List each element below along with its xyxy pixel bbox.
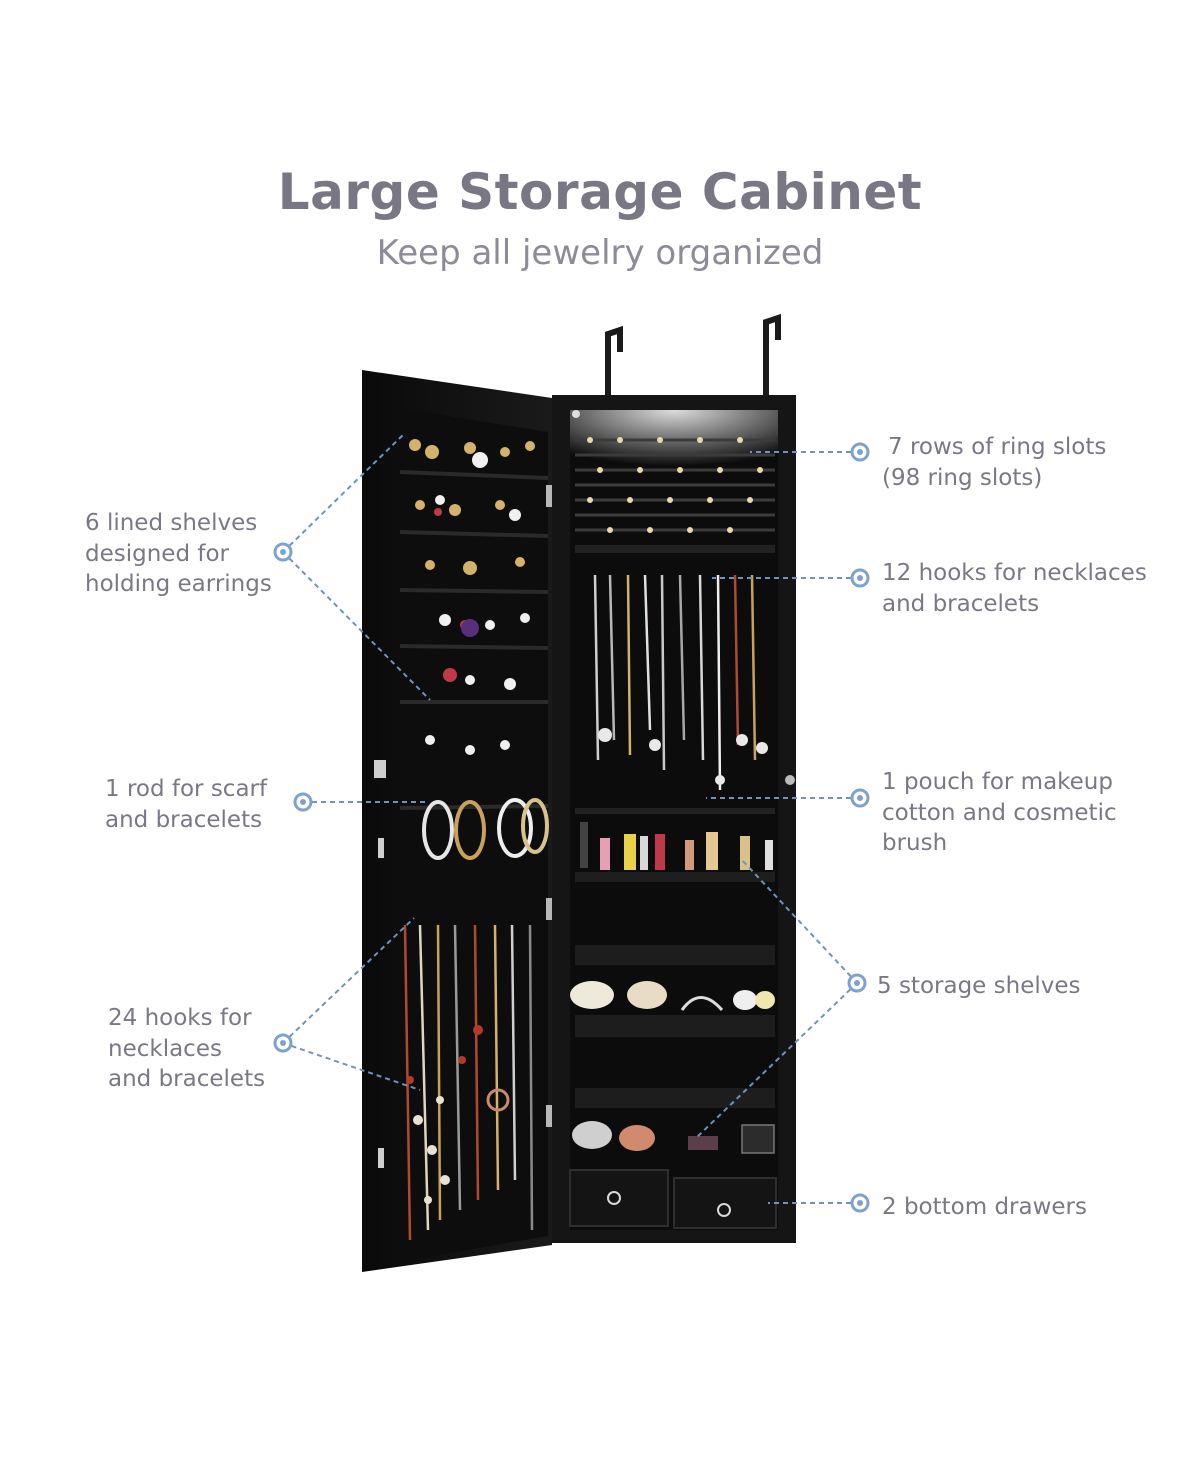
page-subtitle: Keep all jewelry organized <box>376 233 824 273</box>
callout-rod: 1 rod for scarf and bracelets <box>105 776 268 833</box>
cabinet-body <box>552 395 796 1243</box>
over-door-hooks <box>605 313 781 398</box>
callout-necklace-hooks: 12 hooks for necklaces and bracelets <box>882 560 1147 617</box>
leader-dots <box>273 442 870 1213</box>
callout-shelves: 5 storage shelves <box>877 973 1081 999</box>
callout-earring-shelves: 6 lined shelves designed for holding ear… <box>85 510 272 597</box>
callout-drawers: 2 bottom drawers <box>882 1194 1087 1220</box>
leader-lines <box>282 432 860 1204</box>
callout-pouch: 1 pouch for makeup cotton and cosmetic b… <box>882 769 1117 856</box>
cabinet-door <box>362 370 554 1272</box>
callout-ring-slots: 7 rows of ring slots (98 ring slots) <box>882 434 1107 491</box>
callout-door-hooks: 24 hooks for necklaces and bracelets <box>108 1005 266 1092</box>
page-title: Large Storage Cabinet <box>277 163 923 221</box>
